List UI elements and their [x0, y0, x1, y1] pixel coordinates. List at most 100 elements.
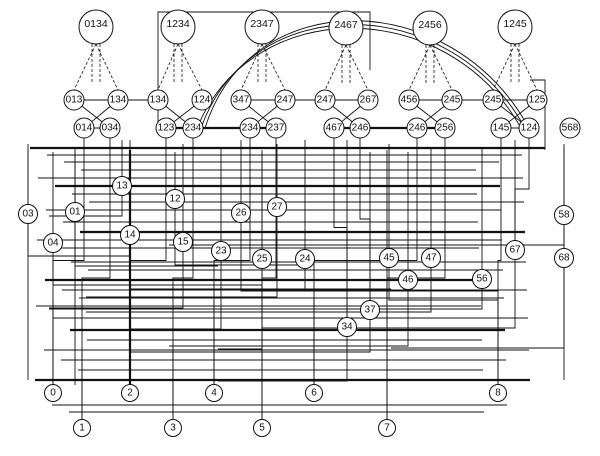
node-34: 34 [337, 317, 357, 337]
node-2: 2 [121, 384, 139, 402]
node-3: 3 [164, 419, 182, 437]
node-circle [147, 89, 169, 111]
node-circle [165, 189, 185, 209]
node-circle [160, 9, 196, 45]
node-circle [267, 197, 287, 217]
node-label: 2456 [418, 19, 442, 31]
node-label: 68 [558, 253, 570, 264]
node-234: 234 [182, 117, 204, 139]
node-circle [295, 249, 315, 269]
node-label: 15 [177, 237, 189, 248]
connection-wires [27, 11, 565, 420]
node-circle [182, 117, 204, 139]
node-circle [265, 117, 287, 139]
node-247b: 247 [314, 89, 336, 111]
node-label: 134 [110, 95, 127, 106]
node-circle [239, 117, 261, 139]
node-456: 456 [398, 89, 420, 111]
node-circle [378, 419, 396, 437]
node-circle [274, 89, 296, 111]
mid-down [169, 225, 565, 246]
node-68: 68 [554, 248, 574, 268]
node-circle [120, 225, 140, 245]
node-014: 014 [73, 117, 95, 139]
node-circle [472, 269, 492, 289]
node-circle [490, 117, 512, 139]
mid-down [74, 222, 218, 267]
node-circle [357, 89, 379, 111]
drop-link [81, 138, 111, 419]
node-15: 15 [173, 232, 193, 252]
node-034: 034 [99, 117, 121, 139]
node-47: 47 [421, 248, 441, 268]
node-circle [406, 117, 428, 139]
node-label: 246 [352, 123, 369, 134]
node-circle [379, 248, 399, 268]
node-label: 237 [268, 123, 285, 134]
node-23: 23 [211, 241, 231, 261]
node-label: 4 [211, 388, 217, 399]
node-145: 145 [490, 117, 512, 139]
node-label: 247 [317, 95, 334, 106]
drop-link [129, 138, 167, 384]
node-label: 7 [384, 423, 390, 434]
mid-down [49, 289, 483, 310]
node-circle [305, 384, 323, 402]
mid-down [304, 269, 310, 290]
node-label: 12 [169, 194, 181, 205]
node-circle [497, 9, 533, 45]
node-label: 124 [521, 123, 538, 134]
node-label: 034 [102, 123, 119, 134]
node-label: 14 [124, 230, 136, 241]
mid-down [388, 268, 498, 301]
node-label: 24 [299, 254, 311, 265]
node-label: 67 [509, 245, 521, 256]
node-label: 245 [485, 95, 502, 106]
node-label: 8 [495, 388, 501, 399]
node-124: 124 [191, 89, 213, 111]
node-label: 03 [22, 209, 34, 220]
node-circle [252, 249, 272, 269]
mid-down [86, 268, 432, 313]
node-circle [107, 89, 129, 111]
node-label: 26 [235, 208, 247, 219]
node-circle [441, 89, 463, 111]
node-label: 1245 [503, 18, 527, 30]
node-25: 25 [252, 249, 272, 269]
node-347: 347 [230, 89, 252, 111]
mid-down [52, 253, 262, 286]
node-label: 347 [233, 95, 250, 106]
drop-link [52, 138, 85, 384]
mid-down [240, 223, 498, 292]
mid-down [130, 320, 371, 353]
dashed-link [240, 43, 263, 91]
node-245b: 245 [482, 89, 504, 111]
node-circle [99, 117, 121, 139]
node-26: 26 [231, 203, 251, 223]
node-label: 124 [194, 95, 211, 106]
node-label: 145 [493, 123, 510, 134]
node-label: 34 [341, 322, 353, 333]
node-circle [211, 241, 231, 261]
node-label: 125 [529, 95, 546, 106]
dashed-link [429, 44, 453, 91]
node-circle [554, 205, 574, 225]
node-label: 123 [158, 123, 175, 134]
node-237: 237 [265, 117, 287, 139]
node-circle [205, 384, 223, 402]
node-circle [173, 232, 193, 252]
node-1245: 1245 [497, 9, 533, 45]
node-circle [63, 89, 85, 111]
dashed-link [73, 43, 97, 91]
node-circle [360, 300, 380, 320]
node-circle [112, 176, 132, 196]
node-04: 04 [43, 233, 63, 253]
drop-link [497, 138, 502, 384]
node-label: 2347 [250, 18, 274, 30]
node-24: 24 [295, 249, 315, 269]
mid-down [218, 337, 348, 382]
node-5: 5 [253, 419, 271, 437]
